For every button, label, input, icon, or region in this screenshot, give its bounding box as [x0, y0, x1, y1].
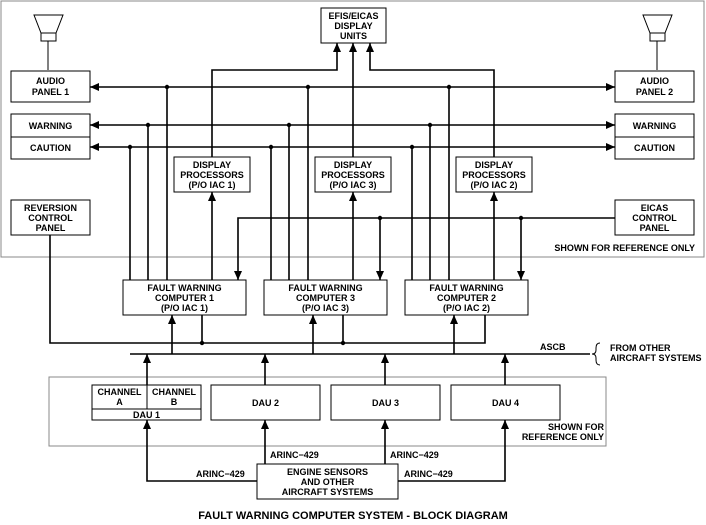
fwc1-label-2: COMPUTER 1: [155, 293, 214, 303]
dau4-label: DAU 4: [492, 398, 519, 408]
engine-label-3: AIRCRAFT SYSTEMS: [282, 487, 374, 497]
dp1-label-2: PROCESSORS: [180, 170, 244, 180]
shown-for-reference-bottom-2: REFERENCE ONLY: [522, 432, 604, 442]
arinc-label-1: ARINC−429: [196, 469, 245, 479]
dp2-label-1: DISPLAY: [475, 160, 513, 170]
fwc2-label-2: COMPUTER 2: [437, 293, 496, 303]
arinc-label-3: ARINC−429: [390, 450, 439, 460]
audio2-label-2: PANEL 2: [636, 87, 673, 97]
from-other-label-2: AIRCRAFT SYSTEMS: [610, 353, 702, 363]
warning-label-left: WARNING: [29, 121, 73, 131]
dp2-label-2: PROCESSORS: [462, 170, 526, 180]
dp1-label-3: (P/O IAC 1): [188, 180, 235, 190]
fault-warning-computer-1: [122, 279, 247, 316]
arinc-label-4: ARINC−429: [404, 469, 453, 479]
reversion-label-3: PANEL: [36, 223, 66, 233]
audio1-label-2: PANEL 1: [32, 87, 69, 97]
fwc1-label-3: (P/O IAC 1): [161, 303, 208, 313]
fwc2-label-3: (P/O IAC 2): [443, 303, 490, 313]
warning-label-right: WARNING: [633, 121, 677, 131]
caution-box-right: [614, 136, 695, 160]
dau1-label: DAU 1: [133, 410, 160, 420]
fwc2-label-1: FAULT WARNING: [429, 283, 503, 293]
efis-eicas-display-units: [320, 7, 387, 44]
caution-label-right: CAUTION: [634, 143, 675, 153]
dp2-label-3: (P/O IAC 2): [470, 180, 517, 190]
brace-icon: [591, 342, 601, 366]
eicas-control-panel: [614, 199, 695, 236]
audio1-label-1: AUDIO: [36, 76, 65, 86]
dp1-label-1: DISPLAY: [193, 160, 231, 170]
dau3-label: DAU 3: [372, 398, 399, 408]
eicas-ctrl-label-2: CONTROL: [632, 213, 677, 223]
display-processors-2: [455, 156, 533, 193]
shown-for-reference-bottom-1: SHOWN FOR: [548, 422, 604, 432]
channel-a-label-1: CHANNEL: [98, 387, 143, 397]
diagram-title: FAULT WARNING COMPUTER SYSTEM - BLOCK DI…: [198, 510, 508, 522]
dp3-label-2: PROCESSORS: [321, 170, 385, 180]
fwc3-label-3: (P/O IAC 3): [302, 303, 349, 313]
caution-label-left: CAUTION: [30, 143, 71, 153]
channel-b-label-1: CHANNEL: [152, 387, 197, 397]
engine-label-2: AND OTHER: [301, 477, 355, 487]
shown-for-reference-top: SHOWN FOR REFERENCE ONLY: [554, 243, 695, 253]
eicas-ctrl-label-1: EICAS: [641, 203, 669, 213]
arinc-label-2: ARINC−429: [270, 450, 319, 460]
dau-3: [330, 384, 441, 421]
speaker-icon: [642, 14, 673, 70]
engine-sensors: [256, 463, 399, 500]
dp3-label-1: DISPLAY: [334, 160, 372, 170]
efis-label-2: DISPLAY: [334, 21, 372, 31]
efis-label-3: UNITS: [340, 31, 367, 41]
fault-warning-computer-3: [263, 279, 388, 316]
fault-warning-computer-2: [404, 279, 529, 316]
caution-box-left: [10, 136, 91, 160]
ascb-label: ASCB: [540, 342, 566, 352]
fwc3-label-1: FAULT WARNING: [288, 283, 362, 293]
channel-a-label-2: A: [116, 397, 123, 407]
reference-frame-bottom: [48, 376, 607, 447]
channel-b-label-2: B: [171, 397, 178, 407]
dau2-label: DAU 2: [252, 398, 279, 408]
reversion-label-1: REVERSION: [24, 203, 77, 213]
reversion-label-2: CONTROL: [28, 213, 73, 223]
dp3-label-3: (P/O IAC 3): [329, 180, 376, 190]
efis-label-1: EFIS/EICAS: [328, 11, 378, 21]
engine-label-1: ENGINE SENSORS: [287, 467, 368, 477]
from-other-label-1: FROM OTHER: [610, 343, 671, 353]
eicas-ctrl-label-3: PANEL: [640, 223, 670, 233]
fwc1-label-1: FAULT WARNING: [147, 283, 221, 293]
speaker-icon: [33, 14, 64, 70]
fwc3-label-2: COMPUTER 3: [296, 293, 355, 303]
audio2-label-1: AUDIO: [640, 76, 669, 86]
